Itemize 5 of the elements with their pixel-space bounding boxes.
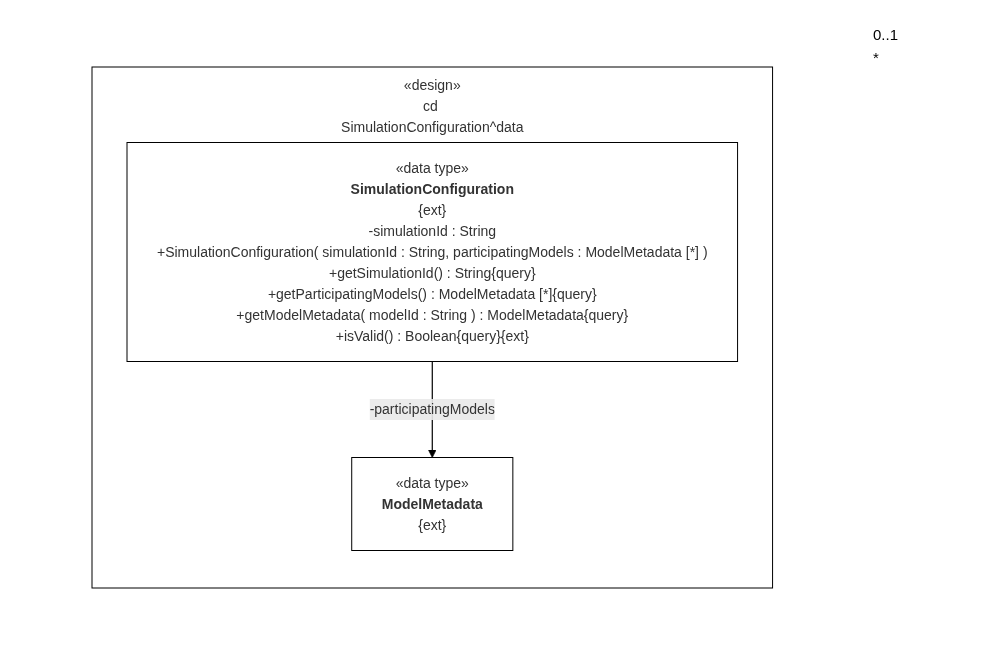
node-box: «data type» ModelMetadata {ext} — [351, 457, 514, 551]
multiplicity-label: 0..1 — [873, 26, 900, 43]
edge-label: -participatingModels — [369, 401, 496, 417]
node-box: «data type» SimulationConfiguration {ext} -simulationId : String +SimulationConfiguration( simulationId : String, participatingModels : ModelMetadata [*] ) +getSimulationId() : String{query} +getParticipatingModels() : ModelMetadata [*]{query} +getModelMetadata( modelId : String ) : ModelMetadata{query} +isValid() : Boolean{query}{ext} — [126, 142, 739, 362]
multiplicity-label: * — [873, 49, 880, 66]
